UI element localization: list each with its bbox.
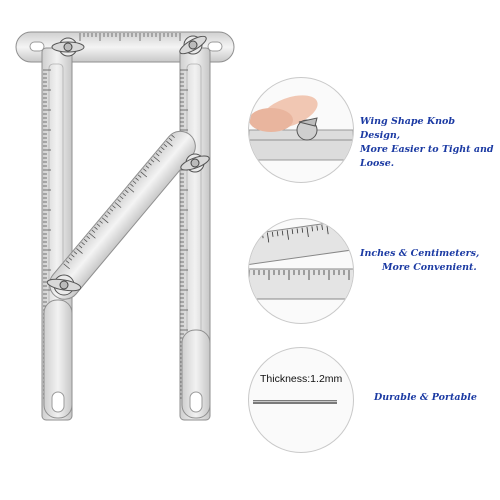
ruler-tick: [346, 221, 349, 232]
ruler-tick: [130, 183, 134, 187]
ruler-tick: [71, 254, 75, 258]
ruler-tick: [107, 211, 111, 215]
ruler-tick: [127, 186, 135, 193]
ruler-tick: [276, 231, 279, 237]
ruler-tick: [286, 229, 289, 240]
ruler-tick: [76, 248, 83, 254]
left-lower-arm: [43, 299, 73, 419]
scale-closeup-circle: [248, 218, 354, 324]
scale-caption-line2: More Convenient.: [382, 262, 477, 273]
ruler-tick: [83, 238, 88, 243]
ruler-tick: [137, 174, 142, 178]
durable-caption-line1: Durable & Portable: [374, 392, 477, 403]
ruler-tick: [86, 235, 90, 240]
ruler-tick: [252, 234, 254, 240]
ruler-tick: [311, 226, 314, 232]
ruler-tick: [132, 180, 137, 184]
ruler-tick: [171, 134, 175, 138]
ruler-tick: [68, 257, 72, 261]
ruler-tick: [94, 226, 98, 230]
wing-nut-icon: [46, 274, 82, 296]
ruler-tick: [306, 226, 309, 237]
ruler-tick: [153, 156, 160, 162]
ruler-tick: [143, 168, 147, 172]
ruler-tick: [63, 263, 70, 270]
knob-closeup-circle: [248, 77, 354, 183]
ruler-tick: [158, 150, 162, 154]
ruler-tick: [96, 223, 101, 227]
ruler-tick: [321, 224, 323, 230]
durable-caption: Durable & Portable: [360, 391, 496, 405]
thickness-label: Thickness:1.2mm: [260, 373, 343, 385]
wing-nut-icon: [296, 117, 318, 141]
ruler-tick: [336, 222, 338, 228]
ruler-tick: [166, 140, 173, 147]
knob-caption-line2: More Easier to Tight and Loose.: [360, 144, 494, 169]
ruler-tick: [155, 153, 160, 157]
wing-nut-icon: [179, 35, 207, 55]
ruler-tick: [109, 208, 114, 212]
ruler-tick: [99, 220, 103, 224]
ruler-tick: [104, 214, 108, 218]
ruler-tick: [301, 227, 304, 233]
ruler-tick: [117, 199, 121, 203]
ruler-tick: [161, 147, 165, 151]
scale-caption-line1: Inches & Centimeters,: [360, 248, 480, 259]
ruler-tick: [114, 202, 122, 208]
angle-ruler-illustration: [15, 31, 235, 421]
ruler-tick: [73, 251, 78, 255]
ruler-tick: [89, 232, 96, 239]
ruler-tick: [281, 230, 284, 236]
ruler-tick: [296, 228, 299, 234]
ruler-tick: [91, 229, 96, 233]
wing-nut-icon: [180, 153, 210, 173]
ruler-tick: [145, 165, 150, 169]
ruler-tick: [112, 205, 116, 209]
ruler-tick: [262, 233, 264, 239]
ruler-tick: [316, 225, 318, 231]
ruler-tick: [125, 189, 129, 194]
ruler-tick: [81, 242, 85, 246]
wing-nut-icon: [51, 37, 85, 57]
ruler-tick: [140, 171, 148, 178]
ruler-tick: [78, 245, 83, 249]
ruler-tick: [122, 193, 126, 197]
ruler-tick: [148, 162, 152, 166]
ruler-tick: [291, 229, 294, 235]
ruler-tick: [331, 223, 333, 229]
ruler-tick: [341, 222, 343, 228]
diagonal-ruler-arm: [49, 130, 196, 300]
ruler-tick: [101, 217, 109, 224]
ruler-tick: [119, 196, 124, 200]
thickness-closeup-circle: [248, 347, 354, 453]
right-lower-arm: [181, 329, 211, 419]
ruler-tick: [65, 260, 70, 264]
ruler-tick: [150, 159, 155, 163]
ruler-tick: [326, 224, 329, 235]
ruler-tick: [266, 232, 270, 243]
ruler-tick: [257, 233, 259, 239]
ruler-tick: [271, 231, 274, 237]
knob-caption-line1: Wing Shape Knob Design,: [360, 116, 456, 141]
knob-caption: Wing Shape Knob Design, More Easier to T…: [360, 115, 496, 171]
scale-caption: Inches & Centimeters, More Convenient.: [360, 247, 496, 275]
ruler-tick: [163, 143, 168, 148]
ruler-tick: [135, 177, 139, 181]
ruler-tick: [168, 137, 173, 141]
